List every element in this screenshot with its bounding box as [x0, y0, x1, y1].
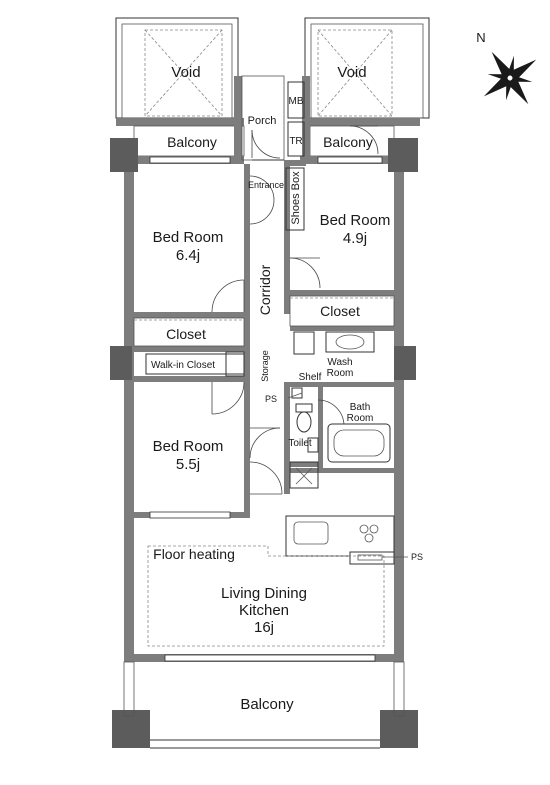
mb-label: MB	[289, 96, 304, 107]
compass-north-label: N	[476, 30, 485, 45]
ldk-size: 16j	[254, 619, 274, 636]
toilet-label: Toilet	[288, 438, 312, 449]
balcony-top-right-rail	[305, 118, 420, 126]
bedroom3-name: Bed Room	[153, 438, 224, 455]
shelf-label: Shelf	[299, 372, 322, 383]
walkin-closet-label: Walk-in Closet	[151, 360, 215, 371]
kitchen-counter	[285, 515, 408, 565]
tr-label: TR	[289, 136, 302, 147]
balcony-bottom-label: Balcony	[240, 696, 294, 713]
bedroom1-name: Bed Room	[153, 229, 224, 246]
windows	[149, 156, 383, 662]
void-right-label: Void	[337, 64, 366, 81]
ldk-label-1: Living Dining	[221, 585, 307, 602]
closet-right-area	[289, 295, 395, 327]
tr-box	[287, 121, 305, 157]
bath-room-label-2: Room	[347, 413, 374, 424]
balcony-top-right-label: Balcony	[323, 134, 373, 150]
mb-box	[287, 81, 305, 119]
porch-label: Porch	[248, 115, 277, 127]
ps-mid-box	[289, 461, 319, 489]
closet-left-area	[133, 317, 245, 347]
wash-room-label-1: Wash	[327, 357, 352, 368]
washing-machine-pan	[293, 331, 315, 355]
void-left-label: Void	[171, 64, 200, 81]
bathtub	[327, 423, 391, 463]
compass-rose-icon	[483, 51, 537, 105]
ps-lower-label: PS	[411, 552, 423, 562]
corridor-label: Corridor	[257, 264, 273, 315]
floor-heating-label: Floor heating	[153, 546, 235, 562]
floor-heating-area	[147, 545, 385, 647]
ldk-label-2: Kitchen	[239, 602, 289, 619]
bath-room-label-1: Bath	[350, 402, 371, 413]
ps-upper-box	[291, 387, 303, 399]
toilet-fixture	[295, 403, 313, 433]
balcony-top-left-label: Balcony	[167, 134, 217, 150]
wash-room-label-2: Room	[327, 368, 354, 379]
balcony-bottom-area	[123, 661, 405, 749]
wash-basin	[325, 331, 375, 353]
void-right-area	[304, 17, 430, 119]
entrance-label: Entrance	[248, 180, 284, 190]
storage-label: Storage	[260, 350, 270, 382]
balcony-top-left-rail	[116, 118, 244, 126]
structural-pillars	[110, 138, 418, 748]
closet-right-label: Closet	[320, 303, 360, 319]
ps-upper-label: PS	[265, 394, 277, 404]
bedroom2-name: Bed Room	[320, 212, 391, 229]
storage-box	[225, 351, 245, 377]
shoes-box	[285, 167, 305, 231]
toilet-tank	[307, 437, 319, 453]
bedroom2-size: 4.9j	[343, 230, 367, 247]
shoes-box-label: Shoes Box	[290, 171, 302, 225]
closet-left-label: Closet	[166, 326, 206, 342]
bedroom3-size: 5.5j	[176, 456, 200, 473]
door-swings	[211, 125, 379, 495]
bedroom1-size: 6.4j	[176, 247, 200, 264]
